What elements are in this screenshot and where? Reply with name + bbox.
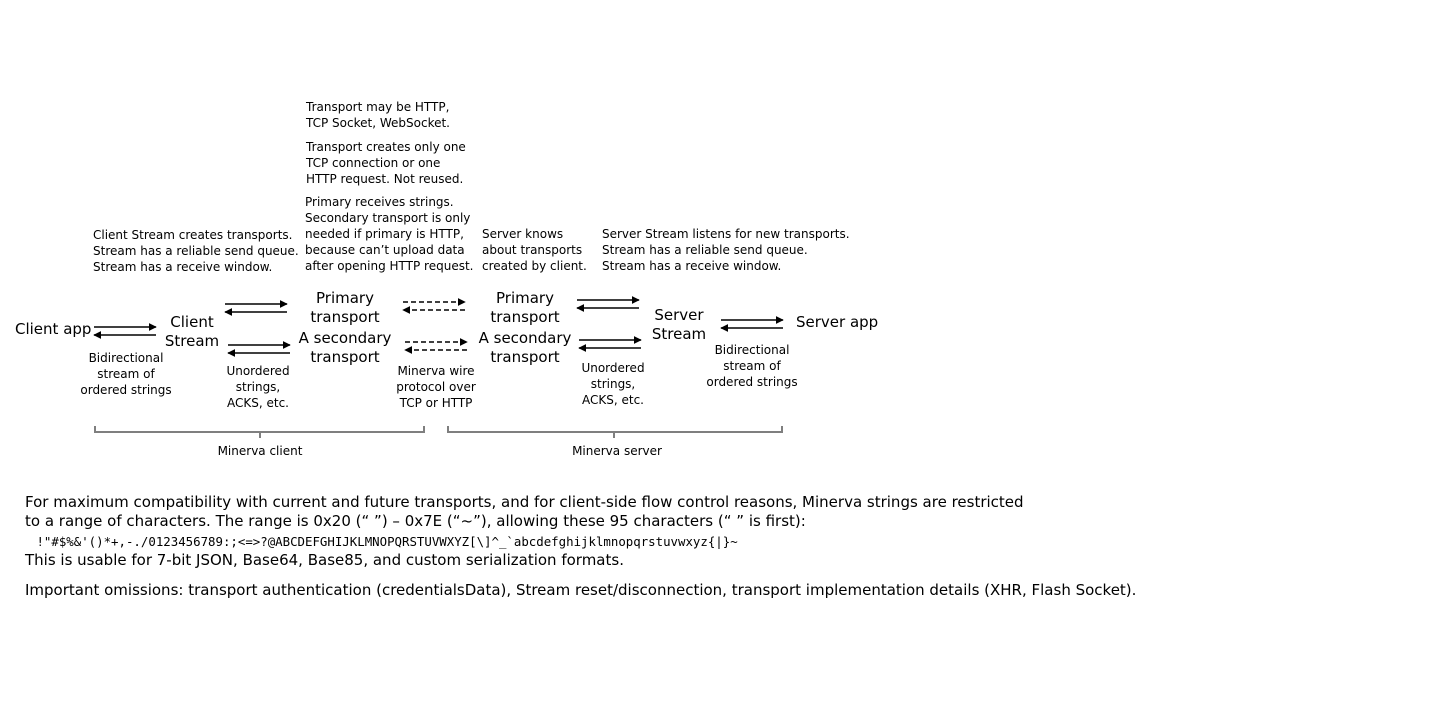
- arrow-wire-secondary: [404, 338, 468, 354]
- note-server-knows: Server knows about transports created by…: [482, 226, 587, 274]
- node-client-secondary-transport: A secondary transport: [295, 329, 395, 367]
- label-line: Unordered: [581, 361, 645, 375]
- note-line: HTTP request. Not reused.: [306, 172, 464, 186]
- label-line: protocol over: [396, 380, 476, 394]
- label-client-bidirectional: Bidirectional stream of ordered strings: [76, 350, 176, 398]
- arrow-server-primary-to-stream: [576, 296, 640, 312]
- node-server-secondary-transport: A secondary transport: [475, 329, 575, 367]
- minerva-server-bracket: [447, 426, 783, 438]
- node-line: Primary: [496, 289, 554, 307]
- label-line: ACKS, etc.: [582, 393, 644, 407]
- node-client-primary-transport: Primary transport: [295, 289, 395, 327]
- label-line: ordered strings: [706, 375, 798, 389]
- footer-line-2: to a range of characters. The range is 0…: [25, 512, 806, 530]
- group-label-minerva-server: Minerva server: [572, 444, 662, 458]
- note-line: Stream has a receive window.: [602, 259, 782, 273]
- label-line: Bidirectional: [88, 351, 164, 365]
- note-line: Server Stream listens for new transports…: [602, 227, 850, 241]
- arrow-client-app-to-stream: [93, 323, 157, 339]
- node-server-stream: Server Stream: [648, 306, 710, 344]
- note-transport-connection: Transport creates only one TCP connectio…: [306, 139, 466, 187]
- node-line: Stream: [651, 325, 707, 343]
- node-line: A secondary: [478, 329, 572, 347]
- note-line: about transports: [482, 243, 583, 257]
- label-client-unordered: Unordered strings, ACKS, etc.: [218, 363, 298, 411]
- arrow-wire-primary: [402, 298, 466, 314]
- note-line: Transport may be HTTP,: [306, 100, 450, 114]
- note-line: Stream has a receive window.: [93, 260, 273, 274]
- node-line: transport: [490, 308, 560, 326]
- label-line: ordered strings: [80, 383, 172, 397]
- footer-omissions: Important omissions: transport authentic…: [25, 581, 1137, 599]
- note-line: Transport creates only one: [306, 140, 466, 154]
- footer-line-4: This is usable for 7-bit JSON, Base64, B…: [25, 551, 624, 569]
- note-line: because can’t upload data: [305, 243, 465, 257]
- node-line: A secondary: [298, 329, 392, 347]
- arrow-client-stream-to-primary: [224, 300, 288, 316]
- label-line: strings,: [590, 377, 636, 391]
- label-wire-protocol: Minerva wire protocol over TCP or HTTP: [391, 363, 481, 411]
- label-line: strings,: [235, 380, 281, 394]
- node-server-primary-transport: Primary transport: [475, 289, 575, 327]
- note-line: Client Stream creates transports.: [93, 228, 293, 242]
- node-line: transport: [310, 308, 380, 326]
- group-label-minerva-client: Minerva client: [217, 444, 303, 458]
- note-line: created by client.: [482, 259, 587, 273]
- node-line: transport: [310, 348, 380, 366]
- minerva-client-bracket: [94, 426, 425, 438]
- label-line: Bidirectional: [714, 343, 790, 357]
- arrow-server-secondary-to-stream: [578, 336, 642, 352]
- node-line: Stream: [164, 332, 220, 350]
- note-transport-types: Transport may be HTTP, TCP Socket, WebSo…: [306, 99, 450, 131]
- node-line: transport: [490, 348, 560, 366]
- note-line: TCP connection or one: [306, 156, 441, 170]
- arrow-client-stream-to-secondary: [227, 341, 291, 357]
- label-line: stream of: [97, 367, 155, 381]
- label-line: Unordered: [226, 364, 290, 378]
- footer-line-1: For maximum compatibility with current a…: [25, 493, 1024, 511]
- note-line: TCP Socket, WebSocket.: [306, 116, 450, 130]
- note-line: after opening HTTP request.: [305, 259, 474, 273]
- note-line: needed if primary is HTTP,: [305, 227, 464, 241]
- note-primary-secondary: Primary receives strings. Secondary tran…: [305, 194, 473, 274]
- label-line: Minerva wire: [397, 364, 475, 378]
- footer-charset: !"#$%&'()*+,-./0123456789:;<=>?@ABCDEFGH…: [29, 534, 738, 549]
- node-line: Client: [170, 313, 214, 331]
- label-line: ACKS, etc.: [227, 396, 289, 410]
- label-server-bidirectional: Bidirectional stream of ordered strings: [702, 342, 802, 390]
- node-client-stream: Client Stream: [161, 313, 223, 351]
- note-server-stream: Server Stream listens for new transports…: [602, 226, 850, 274]
- node-client-app: Client app: [15, 320, 92, 338]
- label-line: TCP or HTTP: [399, 396, 473, 410]
- note-client-stream: Client Stream creates transports. Stream…: [93, 227, 299, 275]
- label-line: stream of: [723, 359, 781, 373]
- note-line: Primary receives strings.: [305, 195, 454, 209]
- node-server-app: Server app: [796, 313, 879, 331]
- node-line: Primary: [316, 289, 374, 307]
- label-server-unordered: Unordered strings, ACKS, etc.: [573, 360, 653, 408]
- note-line: Secondary transport is only: [305, 211, 471, 225]
- arrow-server-stream-to-app: [720, 316, 784, 332]
- note-line: Stream has a reliable send queue.: [93, 244, 299, 258]
- note-line: Stream has a reliable send queue.: [602, 243, 808, 257]
- node-line: Server: [654, 306, 704, 324]
- note-line: Server knows: [482, 227, 564, 241]
